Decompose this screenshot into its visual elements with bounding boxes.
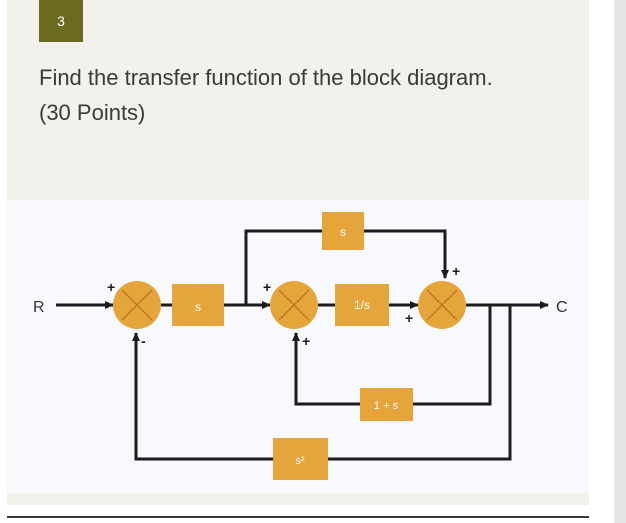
summing-junction-3 <box>418 281 466 329</box>
question-text: Find the transfer function of the block … <box>39 62 559 128</box>
question-points: (30 Points) <box>39 100 146 125</box>
sign-sum1-feedback: - <box>141 333 146 349</box>
page-edge-gutter <box>614 0 626 523</box>
block-forward-s: s <box>172 284 224 326</box>
block-top-s-label: s <box>340 225 346 239</box>
block-top-s: s <box>322 212 364 250</box>
question-prompt: Find the transfer function of the block … <box>39 65 493 90</box>
block-forward-s-label: s <box>195 300 201 314</box>
summing-junction-2 <box>270 281 318 329</box>
input-label-r: R <box>33 299 45 316</box>
output-label-c: C <box>556 299 568 316</box>
sign-sum3-left: + <box>405 310 413 326</box>
signal-wires <box>56 229 549 461</box>
sign-sum3-top: + <box>452 263 460 279</box>
sign-sum2-input: + <box>263 279 271 295</box>
block-feedback-outer-label: s² <box>295 455 305 467</box>
block-integrator: 1/s <box>335 284 389 326</box>
wire-outer-feedback-return <box>328 305 512 461</box>
wire-inner-feedback-to-sum2 <box>292 332 360 406</box>
block-feedback-inner-label: 1 + s <box>374 400 399 412</box>
block-feedback-outer: s² <box>273 438 328 480</box>
wire-top-branch <box>244 229 322 305</box>
sign-sum1-input: + <box>107 279 115 295</box>
summing-junction-1 <box>113 281 161 329</box>
wire-top-s-to-sum3 <box>364 229 449 279</box>
card-divider <box>7 516 589 518</box>
block-feedback-inner: 1 + s <box>360 388 413 421</box>
question-number-badge: 3 <box>39 0 83 42</box>
wire-outer-feedback-to-sum1 <box>132 332 273 461</box>
block-integrator-label: 1/s <box>354 298 370 312</box>
sign-sum2-feedback: + <box>302 333 310 349</box>
wire-inner-feedback-return <box>413 305 492 406</box>
